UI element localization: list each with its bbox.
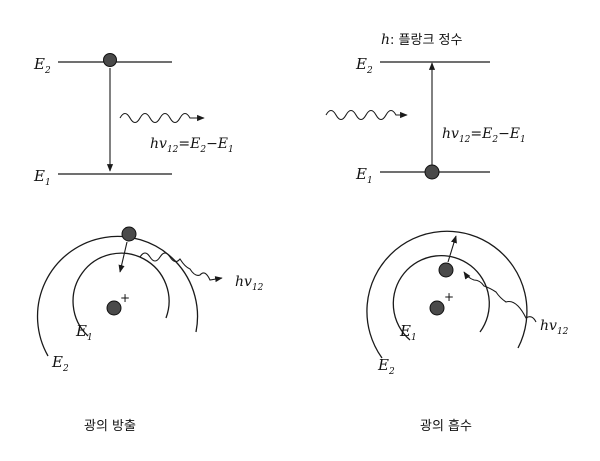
emission-energy-equation: hv12=E2−E1 bbox=[150, 136, 234, 155]
emission-level-diagram: E2 E1 hv12=E2−E1 bbox=[33, 53, 234, 188]
absorption-atom-electron bbox=[438, 262, 454, 278]
emission-photon-wave bbox=[119, 112, 205, 124]
emission-outer-orbit-label: E2 bbox=[51, 353, 69, 374]
absorption-inner-orbit-label: E1 bbox=[399, 322, 417, 343]
emission-nucleus bbox=[106, 300, 122, 316]
emission-outer-orbit bbox=[36, 235, 199, 357]
emission-atom-model: + hv12 E1 E2 광의 방출 bbox=[36, 226, 264, 434]
absorption-level-diagram: h: 플랑크 정수 E2 E1 hv12=E2−E1 bbox=[325, 32, 526, 186]
emission-caption: 광의 방출 bbox=[84, 419, 136, 434]
emission-inner-orbit bbox=[72, 252, 170, 337]
absorption-photon-wave bbox=[325, 109, 408, 121]
absorption-nucleus bbox=[429, 300, 445, 316]
emission-inner-orbit-label: E1 bbox=[75, 322, 93, 343]
emission-upper-level-label: E2 bbox=[33, 55, 51, 76]
absorption-electron-rise-arrow bbox=[447, 235, 457, 263]
emission-atom-electron bbox=[121, 226, 137, 242]
absorption-atom-photon-wave bbox=[463, 271, 537, 323]
absorption-nucleus-charge: + bbox=[444, 290, 454, 304]
absorption-inner-orbit bbox=[392, 255, 490, 341]
emission-atom-photon-wave bbox=[139, 252, 223, 283]
absorption-caption: 광의 흡수 bbox=[420, 419, 472, 434]
absorption-energy-equation: hv12=E2−E1 bbox=[442, 126, 526, 145]
absorption-outer-orbit bbox=[366, 230, 528, 359]
emission-electron bbox=[103, 53, 117, 67]
emission-photon-label: hv12 bbox=[235, 274, 264, 293]
absorption-lower-level-label: E1 bbox=[355, 165, 373, 186]
absorption-outer-orbit-label: E2 bbox=[377, 356, 395, 377]
emission-nucleus-charge: + bbox=[120, 291, 130, 305]
emission-lower-level-label: E1 bbox=[33, 167, 51, 188]
absorption-upper-level-label: E2 bbox=[355, 55, 373, 76]
absorption-photon-label: hv12 bbox=[540, 318, 569, 337]
absorption-atom-model: + hv12 E1 E2 광의 흡수 bbox=[366, 230, 569, 434]
emission-electron-drop-arrow bbox=[118, 241, 128, 273]
absorption-electron bbox=[424, 164, 440, 180]
planck-constant-note: h: 플랑크 정수 bbox=[381, 32, 463, 48]
